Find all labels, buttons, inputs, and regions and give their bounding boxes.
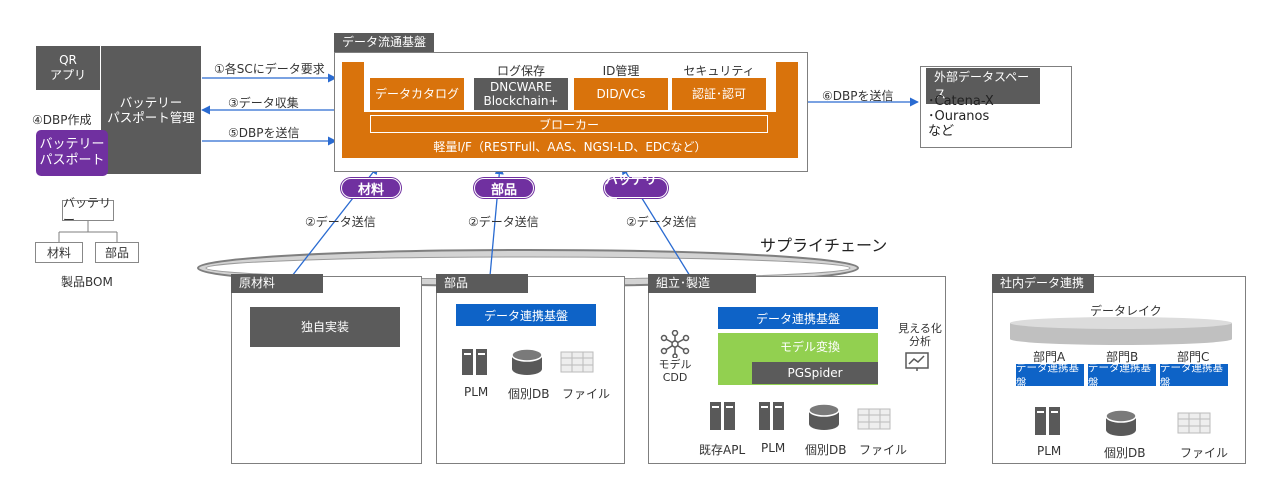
raw-panel — [231, 276, 422, 464]
light-if-label: 軽量I/F（RESTFull、AAS、NGSI-LD、EDCなど） — [433, 139, 707, 154]
blockchain-box[interactable]: DNCWARE Blockchain+ — [474, 78, 568, 110]
server-icon — [708, 400, 738, 436]
bom-root-battery: バッテリー — [62, 196, 114, 227]
server-icon — [460, 347, 490, 381]
dept-a-data-platform[interactable]: データ連携基盤 — [1016, 362, 1084, 389]
external-catena-x: ･Catena-X — [928, 94, 994, 109]
external-list: ･Catena-X ･Ouranos など — [928, 94, 994, 139]
parts-plm-label: PLM — [464, 385, 489, 399]
file-table-icon — [560, 351, 594, 377]
external-title: 外部データスペース — [926, 68, 1040, 104]
parts-pill: 部品 — [474, 178, 534, 198]
database-icon — [1104, 408, 1138, 442]
dbp-create-label: ④DBP作成 — [32, 113, 92, 127]
log-header: ログ保存 — [496, 64, 545, 78]
parts-data-platform[interactable]: データ連携基盤 — [456, 304, 596, 326]
raw-title: 原材料 — [231, 274, 323, 293]
battery-passport-box[interactable]: バッテリー パスポート — [36, 130, 108, 176]
qr-app-box[interactable]: QR アプリ — [36, 46, 100, 90]
material-pill: 材料 — [341, 178, 401, 198]
bom-parts: 部品 — [95, 242, 139, 263]
broker-bar[interactable]: ブローカー — [370, 115, 768, 133]
parts-title: 部品 — [436, 274, 528, 293]
request-data-label: ①各SCにデータ要求 — [214, 62, 325, 76]
database-icon — [807, 402, 841, 436]
send-data-label-3: ②データ送信 — [626, 215, 697, 229]
internal-file-label: ファイル — [1180, 446, 1229, 460]
dept-b-label: 部門B — [1106, 350, 1139, 364]
dept-c-data-platform[interactable]: データ連携基盤 — [1160, 362, 1228, 389]
send-data-label-1: ②データ送信 — [305, 215, 376, 229]
data-lake-label: データレイク — [1090, 304, 1162, 318]
did-vcs-box[interactable]: DID/VCs — [574, 78, 668, 110]
bom-caption: 製品BOM — [61, 275, 113, 289]
supply-chain-label: サプライチェーン — [760, 236, 888, 255]
database-icon — [510, 347, 544, 381]
existing-apl-label: 既存APL — [699, 443, 746, 457]
dept-c-label: 部門C — [1177, 350, 1210, 364]
file-table-icon — [857, 408, 891, 434]
id-header: ID管理 — [602, 64, 640, 78]
visualization-label: 見える化 分析 — [898, 322, 942, 348]
dept-b-data-platform[interactable]: データ連携基盤 — [1088, 362, 1156, 389]
battery-pill: バッテリー — [604, 173, 668, 207]
network-icon — [660, 329, 690, 362]
model-conversion-label: モデル変換 — [779, 339, 840, 354]
send-data-label-2: ②データ送信 — [468, 215, 539, 229]
assembly-db-label: 個別DB — [805, 443, 847, 457]
chart-monitor-icon — [905, 352, 929, 376]
parts-db-label: 個別DB — [508, 387, 550, 401]
bom-tree-lines — [58, 221, 118, 242]
own-implementation-box[interactable]: 独自実装 — [250, 307, 400, 347]
platform-title: データ流通基盤 — [334, 33, 435, 52]
assembly-plm-label: PLM — [761, 441, 786, 455]
internal-db-label: 個別DB — [1104, 446, 1146, 460]
pgspider-box[interactable]: PGSpider — [752, 362, 878, 384]
server-icon — [757, 400, 787, 436]
dept-a-label: 部門A — [1033, 350, 1066, 364]
send-external-label: ⑥DBPを送信 — [822, 89, 894, 103]
server-icon — [1033, 405, 1063, 441]
external-etc: など — [928, 124, 955, 139]
file-table-icon — [1177, 412, 1211, 438]
auth-box[interactable]: 認証･認可 — [672, 78, 766, 110]
internal-plm-label: PLM — [1037, 444, 1062, 458]
internal-title: 社内データ連携 — [992, 274, 1094, 293]
model-cdd-label: モデル CDD — [658, 358, 692, 384]
collect-data-label: ③データ収集 — [228, 96, 299, 110]
battery-passport-management-box[interactable]: バッテリー パスポート管理 — [101, 46, 201, 174]
external-ouranos: ･Ouranos — [928, 109, 990, 124]
data-lake-shape — [1010, 316, 1232, 350]
assembly-title: 組立･製造 — [648, 274, 756, 293]
send-dbp-label: ⑤DBPを送信 — [228, 126, 300, 140]
security-header: セキュリティ — [683, 64, 755, 78]
assembly-data-platform[interactable]: データ連携基盤 — [718, 307, 878, 329]
bom-material: 材料 — [35, 242, 83, 263]
parts-file-label: ファイル — [562, 387, 611, 401]
data-catalog-box[interactable]: データカタログ — [370, 78, 464, 110]
assembly-file-label: ファイル — [859, 443, 908, 457]
